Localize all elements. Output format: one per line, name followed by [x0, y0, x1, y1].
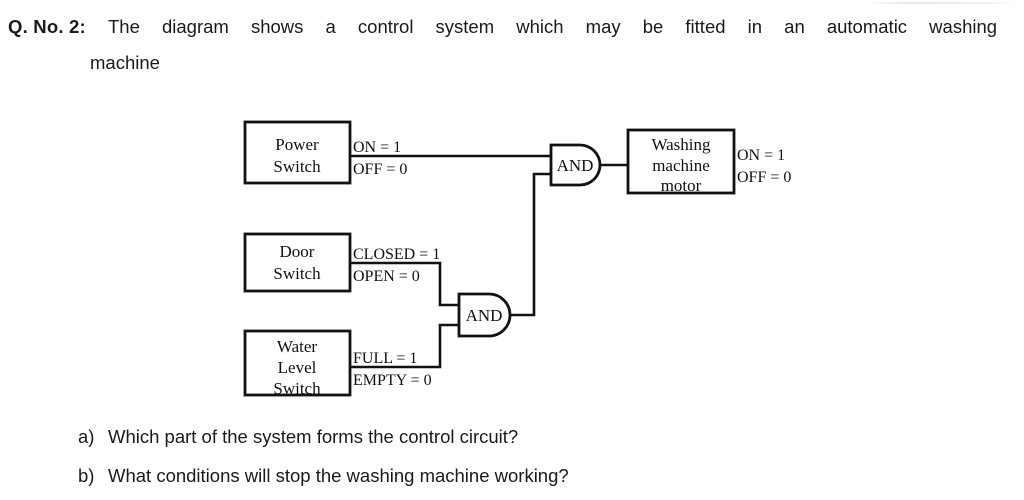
wire-water-to-and-bottom	[348, 323, 461, 369]
motor-label-line2: machine	[652, 156, 710, 175]
wire-door-to-and-bottom	[348, 261, 461, 307]
and-gate-bottom: AND	[457, 292, 512, 338]
stem-word: be	[642, 16, 664, 37]
water-level-switch-label-line1: Water	[277, 337, 317, 356]
block-washing-machine-motor: Washing machine motor	[626, 128, 736, 195]
stem-word: The	[107, 16, 140, 37]
sub-question-a: a) Which part of the system forms the con…	[78, 424, 518, 450]
stem-word: diagram	[161, 16, 229, 37]
question-stem-line-1: Q. No. 2: The diagram shows a control sy…	[8, 14, 1008, 40]
door-switch-label-line2: Switch	[273, 264, 321, 283]
stem-word: automatic	[826, 16, 908, 37]
stem-word: system	[435, 16, 495, 37]
stem-word: control	[357, 16, 414, 37]
stem-word: a	[325, 16, 336, 37]
block-door-switch: Door Switch	[243, 232, 352, 293]
power-switch-state-low: OFF = 0	[353, 161, 407, 178]
sub-question-b: b) What conditions will stop the washing …	[78, 463, 569, 489]
stem-word: which	[516, 16, 564, 37]
and-gate-top-shape	[549, 143, 602, 187]
wire-and-bottom-to-and-top	[510, 172, 553, 317]
sub-question-b-marker: b)	[78, 465, 95, 486]
and-gate-top-label: AND	[557, 156, 594, 175]
and-gate-bottom-label: AND	[466, 306, 503, 325]
water-level-switch-box	[243, 329, 352, 397]
stem-word: fitted	[685, 16, 726, 37]
control-system-diagram: Power Switch ON = 1 OFF = 0 Door Switch …	[243, 120, 791, 398]
motor-state-low: OFF = 0	[737, 169, 791, 186]
water-level-switch-state-low: EMPTY = 0	[353, 372, 432, 389]
stem-word: shows	[250, 16, 304, 37]
door-switch-label-line1: Door	[280, 242, 315, 261]
sub-question-b-text: What conditions will stop the washing ma…	[108, 465, 569, 486]
sub-question-a-marker: a)	[78, 426, 95, 447]
washing-machine-motor-box	[626, 128, 736, 195]
water-level-switch-label-line3: Switch	[273, 379, 321, 398]
power-switch-state-high: ON = 1	[353, 139, 401, 156]
power-switch-label-line1: Power	[275, 135, 319, 154]
question-stem-line-2: machine	[90, 52, 160, 73]
stem-word: in	[747, 16, 763, 37]
door-switch-state-low: OPEN = 0	[353, 268, 420, 285]
block-power-switch: Power Switch	[243, 120, 352, 185]
motor-label-line3: motor	[661, 176, 702, 195]
stem-word: washing	[929, 16, 998, 37]
motor-state-high: ON = 1	[737, 147, 785, 164]
and-gate-bottom-shape	[457, 292, 512, 338]
block-water-level-switch: Water Level Switch	[243, 329, 352, 398]
door-switch-box	[243, 232, 352, 293]
stem-word: may	[585, 16, 621, 37]
power-switch-box	[243, 120, 352, 185]
and-gate-top: AND	[549, 143, 602, 187]
stem-word: an	[784, 16, 805, 37]
wire-group	[348, 154, 630, 369]
sub-question-a-text: Which part of the system forms the contr…	[108, 426, 519, 447]
water-level-switch-state-high: FULL = 1	[353, 350, 417, 367]
motor-label-line1: Washing	[651, 135, 711, 154]
power-switch-label-line2: Switch	[273, 157, 321, 176]
question-stem: Q. No. 2: The diagram shows a control sy…	[8, 14, 1008, 76]
door-switch-state-high: CLOSED = 1	[353, 246, 440, 263]
question-number: Q. No. 2:	[8, 16, 86, 37]
water-level-switch-label-line2: Level	[278, 358, 317, 377]
